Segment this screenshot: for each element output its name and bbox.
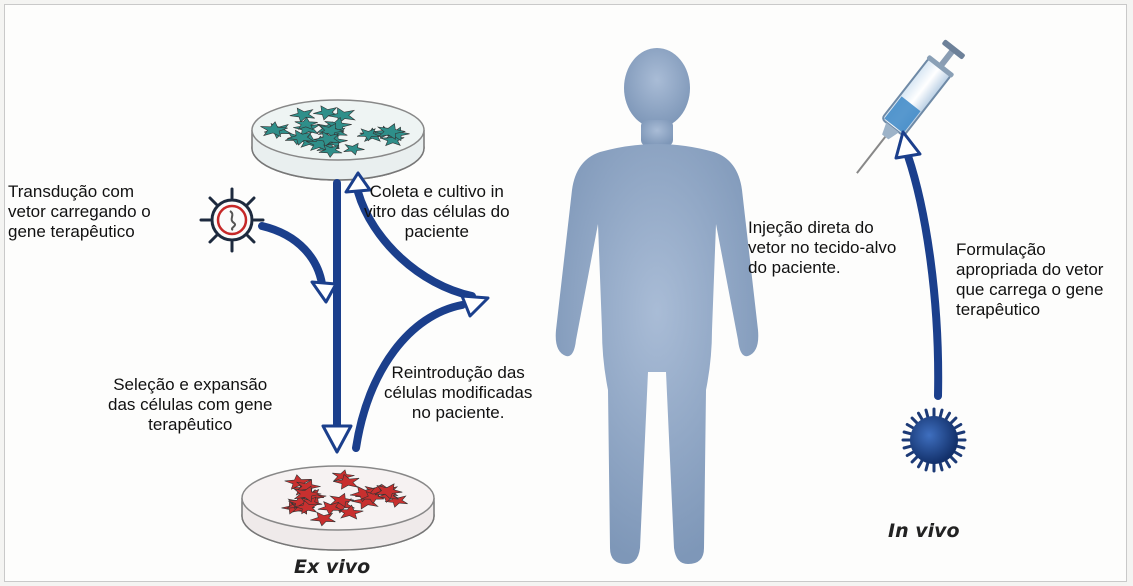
label-collect-culture: Coleta e cultivo in vitro das células do… [364,182,510,242]
petri-dish-top [252,100,424,180]
label-selection-expansion: Seleção e expansão das células com gene … [108,375,272,435]
vector-particle-icon [903,409,965,471]
label-vector-formulation: Formulação apropriada do vetor que carre… [956,240,1103,320]
label-direct-injection: Injeção direta do vetor no tecido-alvo d… [748,218,896,278]
label-reintroduction: Reintrodução das células modificadas no … [384,363,532,423]
label-transduction: Transdução com vetor carregando o gene t… [8,182,151,242]
caption-in-vivo: In vivo [888,520,960,542]
petri-dish-bottom [242,466,434,550]
viral-vector-icon [201,189,263,251]
human-body-silhouette [556,48,759,564]
in-vivo-arrow [896,132,938,396]
caption-ex-vivo: Ex vivo [294,556,370,578]
